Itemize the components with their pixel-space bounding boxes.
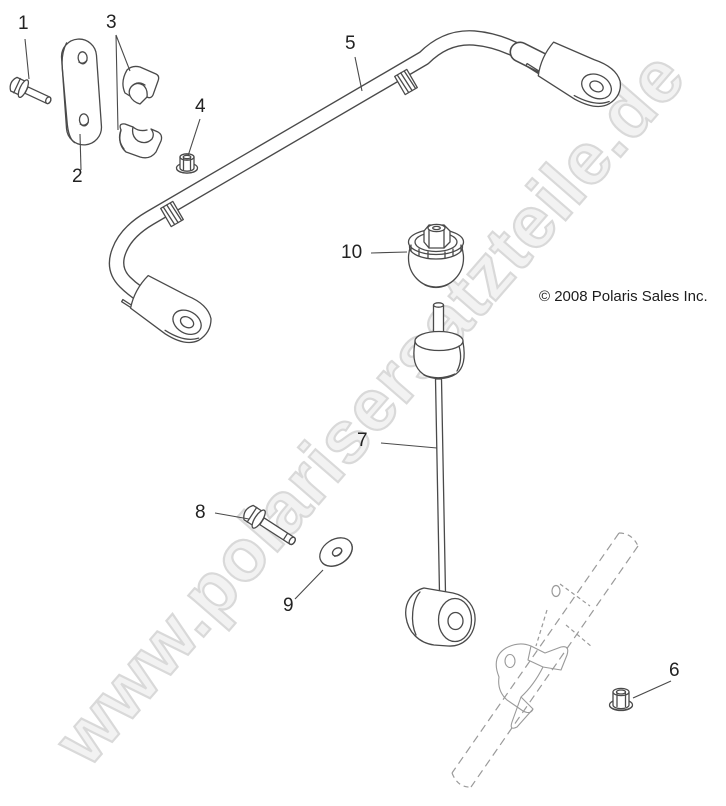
reference-bracket [495,643,569,729]
bar-eyelet-left [129,274,212,344]
callout-6: 6 [669,660,680,681]
callout-5: 5 [345,33,356,54]
bar-knurl-upper [394,68,418,96]
part-mount-plate [60,38,103,146]
part-clamp-upper [122,65,160,105]
part-flange-nut-6 [608,687,634,712]
leader-lines [24,34,672,699]
part-bushing-10 [407,223,465,289]
part-bolt-8 [243,504,296,546]
callout-2: 2 [72,166,83,187]
callout-10: 10 [341,242,363,263]
bar-eyelet-right [537,41,622,108]
copyright-notice: © 2008 Polaris Sales Inc. [539,288,708,305]
callout-9: 9 [283,595,294,616]
part-flange-nut-4 [175,153,199,174]
callout-7: 7 [357,430,368,451]
part-washer [319,537,353,567]
callout-8: 8 [195,502,206,523]
reference-frame-rail [451,532,639,788]
callout-4: 4 [195,96,206,117]
part-bolt-1 [9,76,52,105]
part-stabilizer-link [405,302,476,647]
callout-1: 1 [18,13,29,34]
part-clamp-lower [118,123,163,159]
part-stabilizer-bar [108,30,622,344]
bar-knurl-lower [160,200,184,228]
callout-3: 3 [106,12,117,33]
